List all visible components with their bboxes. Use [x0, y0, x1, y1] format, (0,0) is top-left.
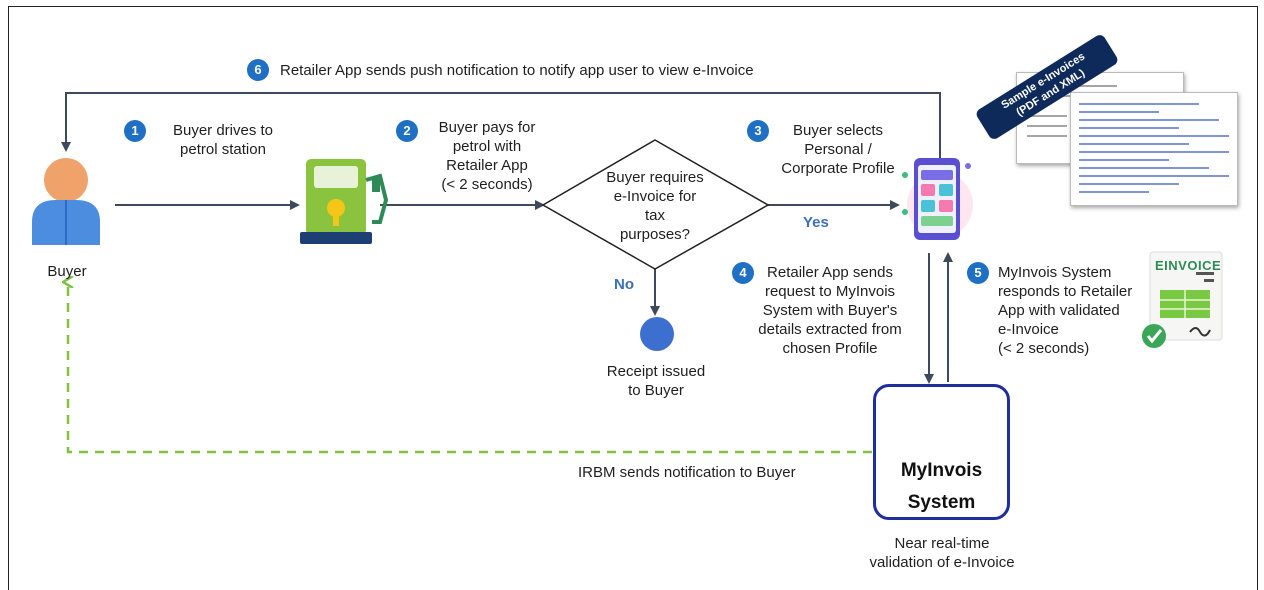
irbm-notification-arrow [68, 282, 872, 454]
step-3-badge: 3 [747, 120, 769, 142]
decision-yes-label: Yes [803, 214, 829, 231]
receipt-circle [640, 317, 674, 351]
step-2-text: Buyer pays for petrol with Retailer App … [438, 119, 536, 193]
step-1-badge: 1 [124, 120, 146, 142]
step-1-text: Buyer drives to petrol station [172, 122, 274, 158]
step-4-text: Retailer App sends request to MyInvois S… [758, 264, 902, 357]
step-4-badge: 4 [732, 262, 754, 284]
step-3-text: Buyer selects Personal / Corporate Profi… [781, 122, 895, 177]
step-6-badge: 6 [247, 59, 269, 81]
myinvois-title-line2: System [907, 492, 976, 513]
einvoice-document-icon [1149, 251, 1223, 341]
myinvois-title-line1: MyInvois [900, 460, 983, 481]
loop-arrow-step6 [61, 92, 941, 185]
sample-xml-invoice [1070, 92, 1238, 206]
petrol-pump-icon [300, 159, 389, 244]
myinvois-caption: Near real-time validation of e-Invoice [869, 535, 1015, 571]
checkmark-icon [1142, 324, 1166, 348]
decision-question: Buyer requires e-Invoice for tax purpose… [606, 169, 704, 243]
einvoice-icon-label: EINVOICE [1155, 258, 1222, 273]
decision-diamond [541, 139, 770, 270]
diagram-frame [8, 6, 1258, 590]
person-icon [32, 158, 100, 245]
receipt-label: Receipt issued to Buyer [606, 363, 706, 399]
step-6-text: Retailer App sends push notification to … [280, 62, 754, 79]
step-5-text: MyInvois System responds to Retailer App… [998, 264, 1133, 357]
smartphone-app-icon [902, 158, 973, 240]
myinvois-system-box: MyInvois System [873, 384, 1010, 520]
decision-no-label: No [614, 276, 634, 293]
step-5-badge: 5 [967, 262, 989, 284]
step-2-badge: 2 [396, 120, 418, 142]
irbm-notification-text: IRBM sends notification to Buyer [578, 464, 796, 481]
buyer-label: Buyer [47, 263, 87, 280]
